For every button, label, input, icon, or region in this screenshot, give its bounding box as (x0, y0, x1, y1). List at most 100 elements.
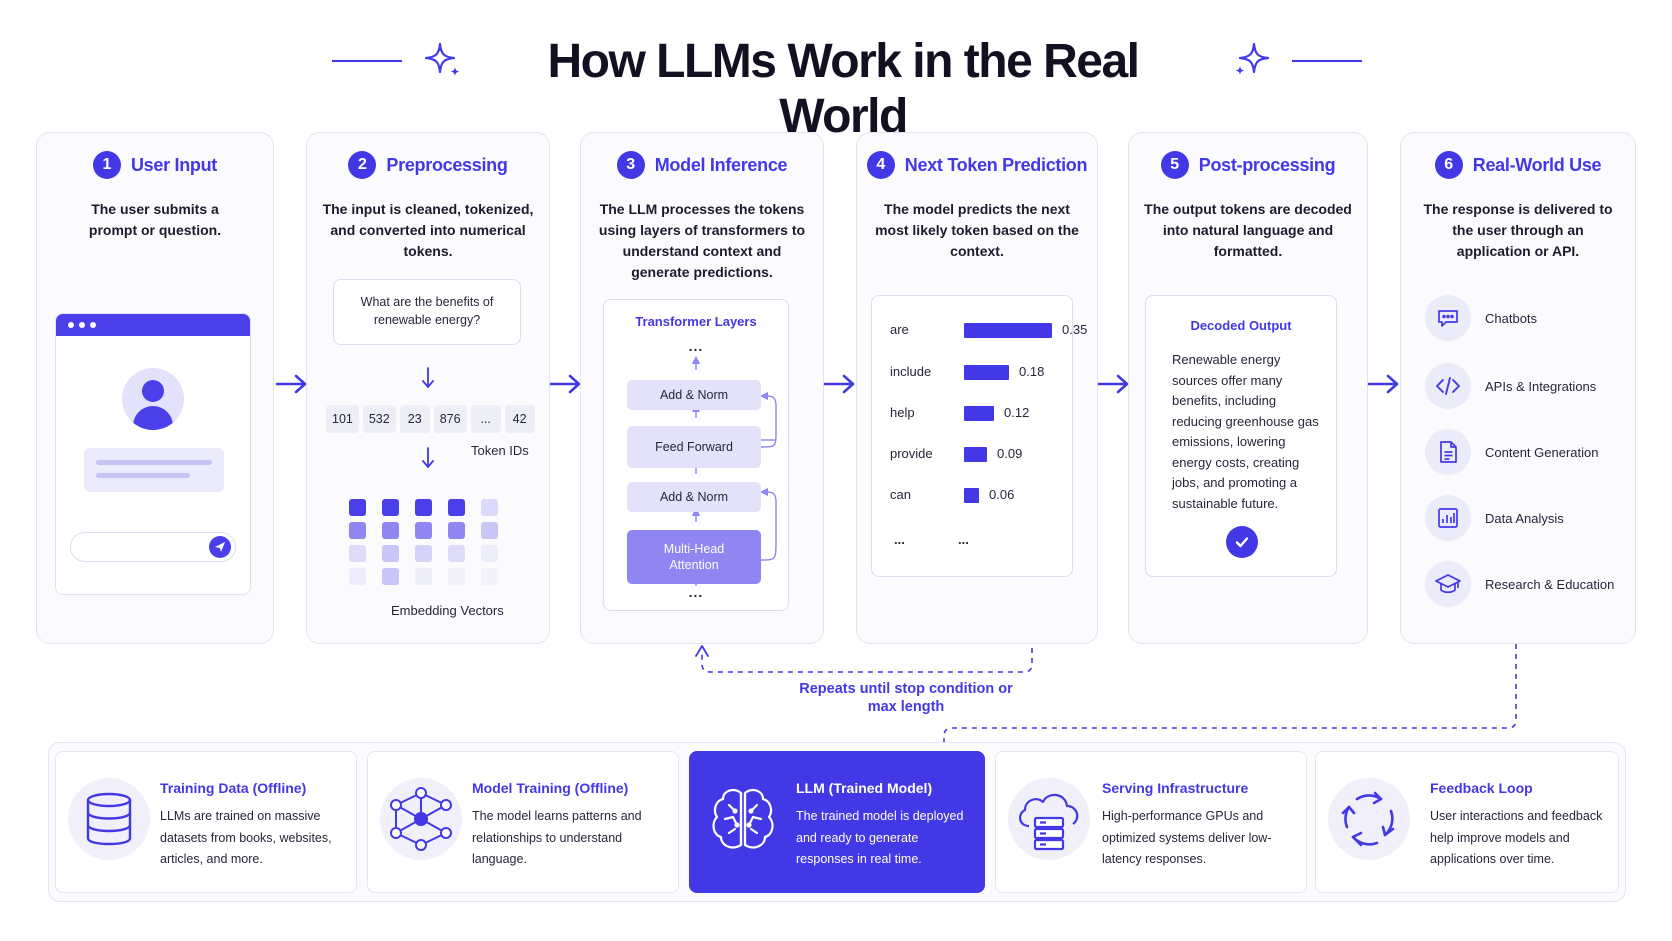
graduation-cap-icon (1425, 561, 1471, 607)
document-icon (1425, 429, 1471, 475)
token-id: 101 (326, 405, 359, 433)
layer-multi-head-attention: Multi-Head Attention (627, 530, 761, 584)
code-icon (1425, 363, 1471, 409)
refresh-icon (1328, 778, 1410, 860)
prompt-input[interactable] (70, 532, 236, 562)
cloud-server-icon (1008, 778, 1090, 860)
embedding-cell (349, 545, 366, 562)
send-icon (215, 542, 225, 552)
card-description: The model learns patterns and relationsh… (472, 809, 642, 866)
embedding-cell (481, 545, 498, 562)
embedding-vectors-label: Embedding Vectors (391, 603, 504, 618)
flow-arrow-icon (823, 374, 855, 394)
card-title: Serving Infrastructure (1102, 780, 1249, 796)
infrastructure-panel: Training Data (Offline) LLMs are trained… (48, 742, 1626, 902)
token-id-row: 101 532 23 876 ... 42 (326, 405, 535, 433)
arrow-down-icon (422, 447, 434, 469)
embedding-cell (382, 545, 399, 562)
embedding-cell (382, 499, 399, 516)
use-case-label: Research & Education (1485, 576, 1615, 592)
message-placeholder (84, 448, 224, 492)
probability-value: 0.09 (997, 446, 1023, 461)
user-avatar-icon (122, 368, 184, 430)
checkmark-icon (1226, 526, 1258, 558)
use-case-label: Data Analysis (1485, 510, 1564, 526)
layer-add-norm: Add & Norm (627, 380, 761, 410)
embedding-cell (415, 545, 432, 562)
probability-value: 0.35 (1062, 322, 1088, 337)
ellipsis: ... (688, 338, 704, 354)
embedding-cell (415, 522, 432, 539)
step-header: 4 Next Token Prediction (857, 151, 1097, 179)
embedding-cell (349, 499, 366, 516)
step-number: 2 (348, 151, 377, 179)
step-number: 3 (616, 151, 645, 179)
embedding-cell (448, 545, 465, 562)
panel-title: Decoded Output (1190, 318, 1292, 333)
step-header: 3 Model Inference (581, 151, 823, 179)
chat-app-window (55, 313, 251, 595)
title-line-right (1292, 60, 1362, 62)
card-feedback-loop: Feedback Loop User interactions and feed… (1315, 751, 1619, 893)
layer-feed-forward: Feed Forward (627, 426, 761, 468)
embedding-cell (481, 568, 498, 585)
transformer-layers-panel: Transformer Layers ... Add & Norm Feed F… (603, 299, 789, 611)
use-case-chatbots: Chatbots (1425, 295, 1537, 341)
card-training-data: Training Data (Offline) LLMs are trained… (55, 751, 357, 893)
step-header: 6 Real-World Use (1401, 151, 1635, 179)
use-case-label: Chatbots (1485, 310, 1538, 326)
step-description: The model predicts the next most likely … (875, 201, 1079, 259)
window-dot (79, 322, 85, 328)
embedding-cell (448, 568, 465, 585)
step-number: 6 (1434, 151, 1463, 179)
token-id: 23 (399, 405, 430, 433)
embedding-cell (448, 499, 465, 516)
use-case-data-analysis: Data Analysis (1425, 495, 1564, 541)
prediction-token: provide (890, 446, 933, 461)
card-title: Model Training (Offline) (472, 780, 629, 796)
embedding-cell (415, 499, 432, 516)
probability-bar (964, 323, 1052, 338)
card-trained-model: LLM (Trained Model) The trained model is… (689, 751, 985, 893)
page-title: How LLMs Work in the Real World (547, 35, 1141, 143)
loop-label: Repeats until stop condition or max leng… (799, 681, 1013, 715)
probability-value: 0.18 (1019, 364, 1045, 379)
arrow-down-icon (422, 367, 434, 389)
send-button[interactable] (209, 536, 231, 558)
probability-bar (964, 365, 1009, 380)
step-user-input: 1 User Input The user submits a prompt o… (36, 132, 274, 644)
probability-value: 0.06 (989, 487, 1015, 502)
use-case-label: APIs & Integrations (1485, 378, 1597, 394)
token-ids-label: Token IDs (471, 443, 529, 458)
ellipsis: ... (688, 584, 704, 600)
step-title: Post-processing (1198, 154, 1336, 175)
step-number: 5 (1160, 151, 1189, 179)
embedding-cell (349, 568, 366, 585)
card-description: High-performance GPUs and optimized syst… (1102, 809, 1272, 866)
window-title-bar (56, 314, 250, 336)
bar-chart-icon (1425, 495, 1471, 541)
step-real-world-use: 6 Real-World Use The response is deliver… (1400, 132, 1636, 644)
flow-arrow-icon (275, 374, 307, 394)
step-description: The user submits a prompt or question. (88, 201, 222, 238)
layer-add-norm: Add & Norm (627, 482, 761, 512)
network-icon (380, 778, 462, 860)
embedding-cell (382, 568, 399, 585)
sparkle-icon (1235, 42, 1270, 75)
card-description: User interactions and feedback help impr… (1430, 809, 1603, 866)
step-number: 4 (866, 151, 895, 179)
token-id: 876 (433, 405, 467, 433)
card-description: LLMs are trained on massive datasets fro… (160, 809, 332, 866)
step-description: The output tokens are decoded into natur… (1144, 201, 1352, 259)
prediction-row: provide 0.09 (890, 444, 1070, 464)
probability-bar (964, 406, 994, 421)
use-case-research-education: Research & Education (1425, 561, 1614, 607)
step-title: User Input (130, 154, 217, 175)
step-title: Preprocessing (386, 154, 508, 175)
token-id: 532 (362, 405, 396, 433)
